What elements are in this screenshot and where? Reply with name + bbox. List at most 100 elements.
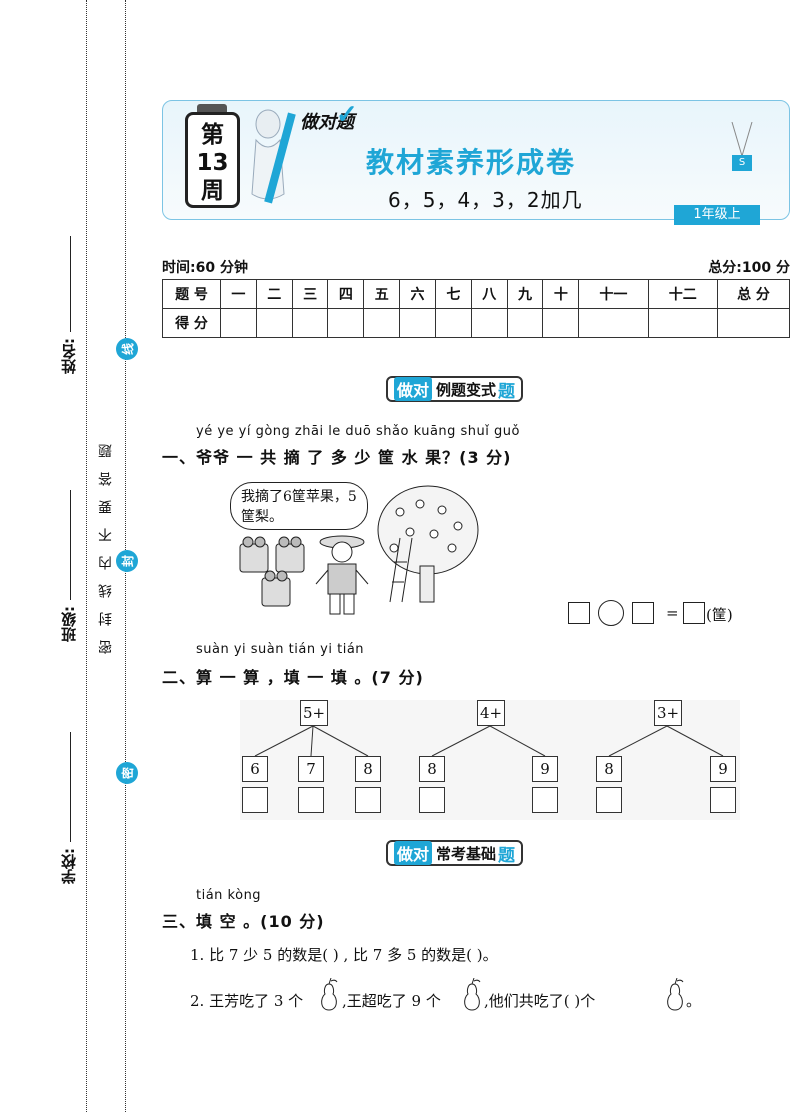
answer-box-second-addend[interactable] [632,602,654,624]
hanging-tag: S [732,155,752,171]
answer-box[interactable] [242,787,268,813]
answer-circle-operator[interactable] [598,600,624,626]
brand-label: 做对题 [300,112,354,133]
pear-icon [321,978,338,1011]
score-cell: 六 [399,279,436,309]
score-cell: 一 [220,279,257,309]
q3-item-2-part1: 2. 王芳吃了 3 个 [190,992,304,1010]
q2-pinyin: suàn yi suàn tián yi tián [196,642,365,657]
addend-box-6: 6 [242,756,268,782]
addend-box-9: 9 [710,756,736,782]
answer-box[interactable] [596,787,622,813]
time-label: 时间:60 分钟 [162,260,248,276]
q3-item-2-part3: ,他们共吃了( )个 [484,992,596,1010]
score-input-cell[interactable] [470,308,508,338]
paper-title: 教材素养形成卷 [366,146,577,179]
addend-box-3plus: 3+ [654,700,682,726]
no-answer-notice: 密封线内不要答题 [98,430,114,654]
week-line3: 周 [201,178,224,204]
score-input-cell[interactable] [647,308,719,338]
grade-label: 1年级上 [674,205,760,225]
section-text: 常考基础 [436,844,497,863]
score-cell: 题 号 [162,279,221,309]
answer-box-first-addend[interactable] [568,602,590,624]
addend-box-8: 8 [596,756,622,782]
score-input-cell[interactable] [399,308,436,338]
checkmark-icon: ✓ [336,100,358,130]
score-cell: 总 分 [717,279,790,309]
addend-box-5plus: 5+ [300,700,328,726]
q3-pinyin: tián kòng [196,888,262,903]
score-cell: 九 [506,279,544,309]
score-input-cell[interactable] [327,308,365,338]
answer-box[interactable] [419,787,445,813]
class-label: 班级: [60,606,78,642]
mascot-pencil-icon [251,109,296,204]
week-card: 第 13 周 [185,112,240,208]
score-cell: 八 [470,279,508,309]
score-input-cell[interactable] [506,308,544,338]
answer-box[interactable] [298,787,324,813]
q2-title: 二、算 一 算 ，填 一 填 。(7 分) [162,668,424,687]
paper-subtitle: 6，5，4，3，2加几 [388,188,583,212]
addend-box-9: 9 [532,756,558,782]
score-cell: 十 [542,279,580,309]
score-cell: 五 [363,279,401,309]
score-input-cell[interactable] [291,308,329,338]
section-badge: 做对 [394,841,433,865]
section-text: 例题变式 [436,380,497,399]
class-field[interactable] [70,490,71,600]
score-cell: 三 [291,279,329,309]
score-cell: 四 [327,279,365,309]
section-end: 题 [498,381,516,402]
score-input-cell[interactable] [542,308,580,338]
margin-dotted-line-outer [86,0,87,1112]
seal-close-badge: 密 [116,762,138,784]
score-cell: 十一 [578,279,649,309]
score-input-cell[interactable] [255,308,293,338]
section-end: 题 [498,845,516,866]
score-input-cell[interactable] [578,308,649,338]
score-table: 题 号 一 二 三 四 五 六 七 八 九 十 十一 十二 总 分 得 分 [162,279,790,338]
name-label: 姓名: [60,338,78,374]
section-banner-basics: 做对 常考基础 题 [386,840,524,866]
answer-box[interactable] [355,787,381,813]
week-line1: 第 [201,122,224,148]
section-badge: 做对 [394,377,433,401]
seal-line-badge: 线 [116,338,138,360]
score-cell: 十二 [647,279,719,309]
grandpa-speech-bubble: 我摘了6筐苹果，5筐梨。 [230,482,368,530]
fruit-baskets-illustration [239,536,305,607]
q1-pinyin: yé ye yí gòng zhāi le duō shǎo kuāng shu… [196,424,520,439]
seal-seal-badge: 封 [116,550,138,572]
score-input-cell[interactable] [363,308,401,338]
score-row-label: 得 分 [162,308,221,338]
answer-box-result[interactable] [683,602,705,624]
answer-box[interactable] [532,787,558,813]
equals-sign: = [666,604,679,622]
hanging-tag-string-icon [731,122,753,158]
score-input-cell[interactable] [220,308,257,338]
score-input-cell[interactable] [434,308,472,338]
addend-box-8: 8 [419,756,445,782]
score-input-cell[interactable] [717,308,790,338]
q1-title: 一、爷爷 一 共 摘 了 多 少 筐 水 果？(3 分) [162,448,512,467]
pear-icon [667,978,684,1011]
q3-item-2-part4: 。 [686,992,702,1010]
school-field[interactable] [70,732,71,842]
score-cell: 七 [434,279,472,309]
score-cell: 二 [255,279,293,309]
q3-item-1: 1. 比 7 少 5 的数是( ) , 比 7 多 5 的数是( )。 [190,946,498,964]
school-label: 学校: [60,848,78,884]
addend-box-7: 7 [298,756,324,782]
q3-item-2-part2: ,王超吃了 9 个 [342,992,441,1010]
addend-box-4plus: 4+ [477,700,505,726]
week-number: 13 [196,150,229,176]
addend-box-8: 8 [355,756,381,782]
score-table-score-row: 得 分 [162,308,790,338]
fruit-tree-illustration [377,485,479,603]
unit-label: (筐) [706,606,733,624]
name-field[interactable] [70,236,71,332]
pear-icon [464,978,481,1011]
answer-box[interactable] [710,787,736,813]
